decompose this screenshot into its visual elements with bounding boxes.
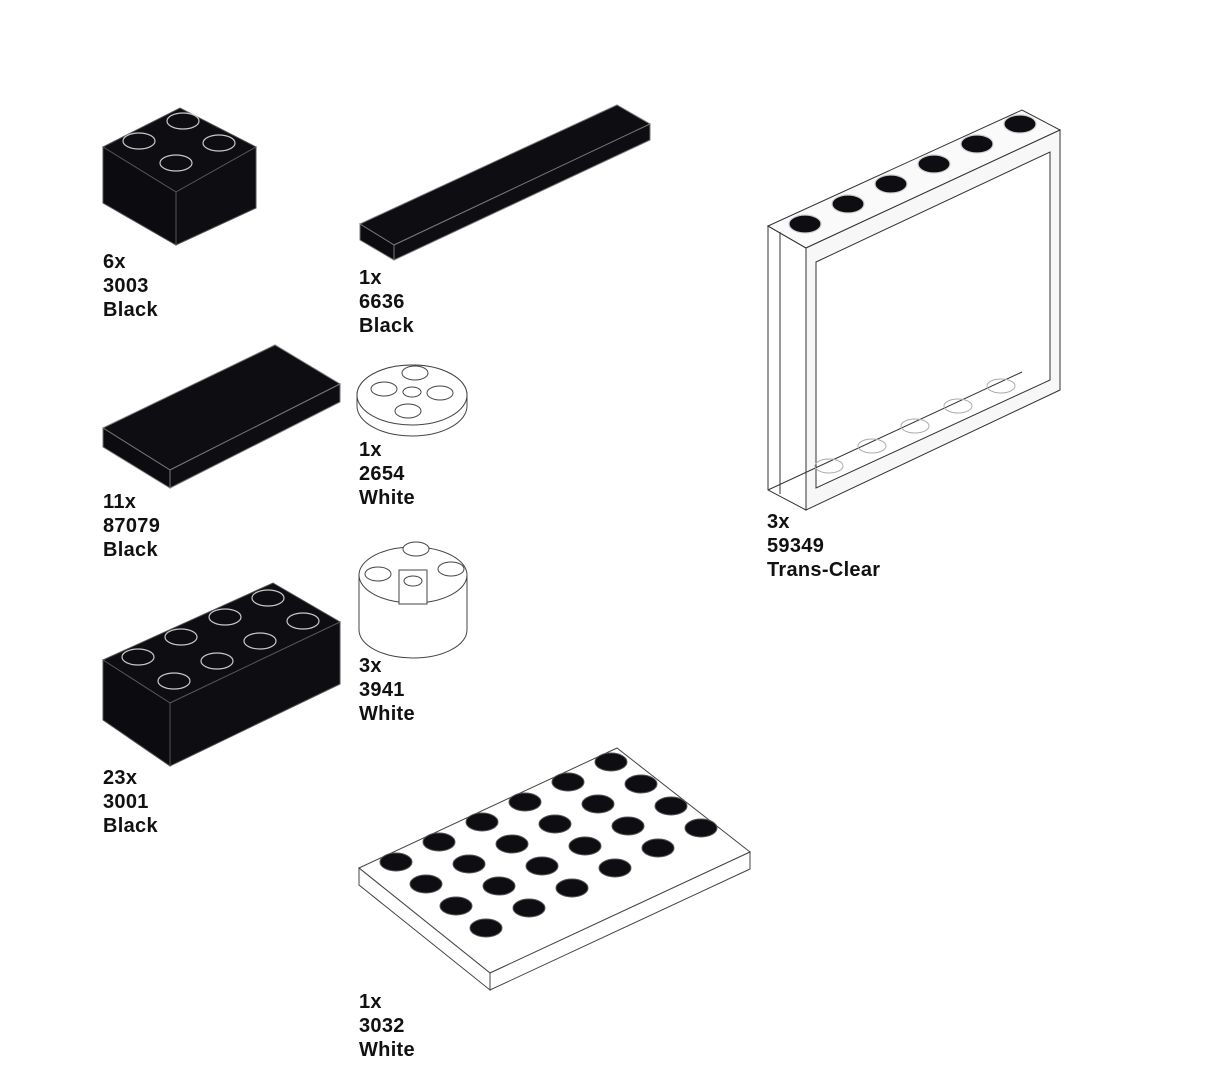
stud — [568, 836, 602, 856]
quantity: 3x — [767, 511, 790, 533]
stud — [439, 896, 473, 916]
part-color: White — [359, 1039, 415, 1061]
part-color: White — [359, 487, 415, 509]
part-6636-label: 1x 6636 Black — [359, 266, 414, 338]
stud — [379, 852, 413, 872]
part-number: 87079 — [103, 515, 161, 537]
stud — [495, 834, 529, 854]
part-color: Black — [103, 815, 158, 837]
part-2654-label: 1x 2654 White — [359, 438, 415, 510]
quantity: 3x — [359, 655, 382, 677]
part-3032-label: 1x 3032 White — [359, 990, 415, 1062]
stud — [452, 854, 486, 874]
stud — [900, 418, 930, 434]
stud — [538, 814, 572, 834]
stud — [465, 812, 499, 832]
stud — [469, 918, 503, 938]
stud — [917, 154, 951, 174]
quantity: 1x — [359, 439, 382, 461]
stud — [960, 134, 994, 154]
part-number: 3001 — [103, 791, 149, 813]
part-color: Black — [103, 539, 158, 561]
part-color: White — [359, 703, 415, 725]
stud — [409, 874, 443, 894]
stud — [512, 898, 546, 918]
stud — [611, 816, 645, 836]
part-3001-label: 23x 3001 Black — [103, 766, 158, 838]
stud — [422, 832, 456, 852]
part-3003-label: 6x 3003 Black — [103, 250, 158, 322]
part-number: 6636 — [359, 291, 405, 313]
stud — [555, 878, 589, 898]
stud — [525, 856, 559, 876]
stud — [598, 858, 632, 878]
quantity: 6x — [103, 251, 126, 273]
stud — [482, 876, 516, 896]
stud — [831, 194, 865, 214]
stud — [788, 214, 822, 234]
stud — [581, 794, 615, 814]
stud — [684, 818, 718, 838]
stud — [594, 752, 628, 772]
part-number: 3003 — [103, 275, 149, 297]
part-color: Black — [359, 315, 414, 337]
stud — [508, 792, 542, 812]
part-color: Trans-Clear — [767, 559, 881, 581]
stud — [986, 378, 1016, 394]
quantity: 11x — [103, 491, 137, 513]
stud — [857, 438, 887, 454]
quantity: 1x — [359, 267, 382, 289]
part-number: 3941 — [359, 679, 405, 701]
part-number: 2654 — [359, 463, 405, 485]
stud — [654, 796, 688, 816]
part-3941-label: 3x 3941 White — [359, 654, 415, 726]
stud — [641, 838, 675, 858]
stud — [1003, 114, 1037, 134]
part-number: 3032 — [359, 1015, 405, 1037]
part-number: 59349 — [767, 535, 825, 557]
stud — [943, 398, 973, 414]
part-87079-label: 11x 87079 Black — [103, 490, 160, 562]
quantity: 23x — [103, 767, 138, 789]
quantity: 1x — [359, 991, 382, 1013]
stud — [814, 458, 844, 474]
stud — [624, 774, 658, 794]
stud — [551, 772, 585, 792]
part-59349-label: 3x 59349 Trans-Clear — [767, 510, 880, 582]
stud — [874, 174, 908, 194]
part-color: Black — [103, 299, 158, 321]
